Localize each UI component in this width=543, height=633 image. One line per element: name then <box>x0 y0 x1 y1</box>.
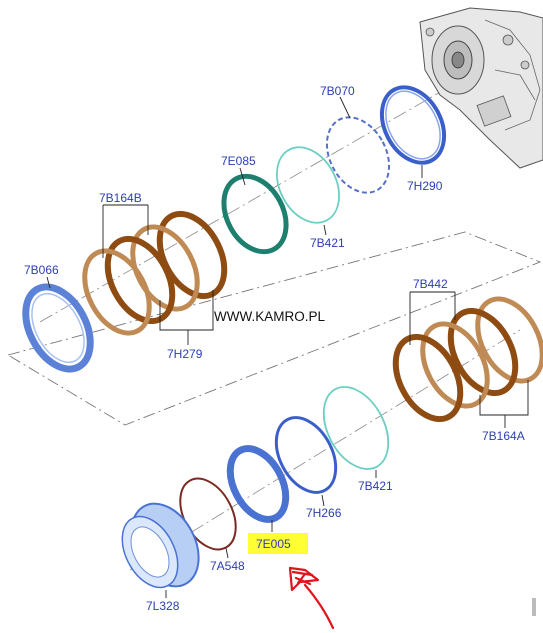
transmission-housing <box>419 7 543 169</box>
label-7H290: 7H290 <box>407 179 443 193</box>
label-7E005: 7E005 <box>256 537 291 551</box>
label-7L328: 7L328 <box>146 599 180 613</box>
highlight-box <box>248 533 308 554</box>
label-7B070: 7B070 <box>320 84 355 98</box>
part-7B066-ring <box>22 283 94 373</box>
part-7E085-ring <box>221 173 289 255</box>
corner-mark <box>532 598 536 616</box>
label-7A548: 7A548 <box>210 559 245 573</box>
label-7H279: 7H279 <box>167 347 203 361</box>
label-7B421-bottom: 7B421 <box>358 479 393 493</box>
watermark-text: WWW.KAMRO.PL <box>214 309 325 324</box>
part-7B070-ring <box>325 116 391 194</box>
label-7B164A: 7B164A <box>482 429 525 443</box>
label-7E085: 7E085 <box>221 154 256 168</box>
part-7H266-ring <box>274 416 338 494</box>
leader-lines <box>46 96 529 598</box>
clutch-pack-upper <box>82 210 228 336</box>
part-7B421-top-ring <box>276 146 340 224</box>
clutch-pack-lower <box>392 296 543 423</box>
label-7B066: 7B066 <box>24 263 59 277</box>
red-arrow-icon <box>288 566 335 630</box>
part-7E005-ring <box>226 445 290 523</box>
part-7H290-ring <box>379 85 447 165</box>
label-7B164B: 7B164B <box>99 191 142 205</box>
label-7H266: 7H266 <box>306 506 342 520</box>
label-7B442: 7B442 <box>413 277 448 291</box>
section-box <box>6 231 542 426</box>
part-7B421-bottom-ring <box>322 386 390 470</box>
axis-line-bottom <box>129 329 521 571</box>
label-7B421-top: 7B421 <box>310 236 345 250</box>
part-7L328-housing <box>121 502 200 589</box>
